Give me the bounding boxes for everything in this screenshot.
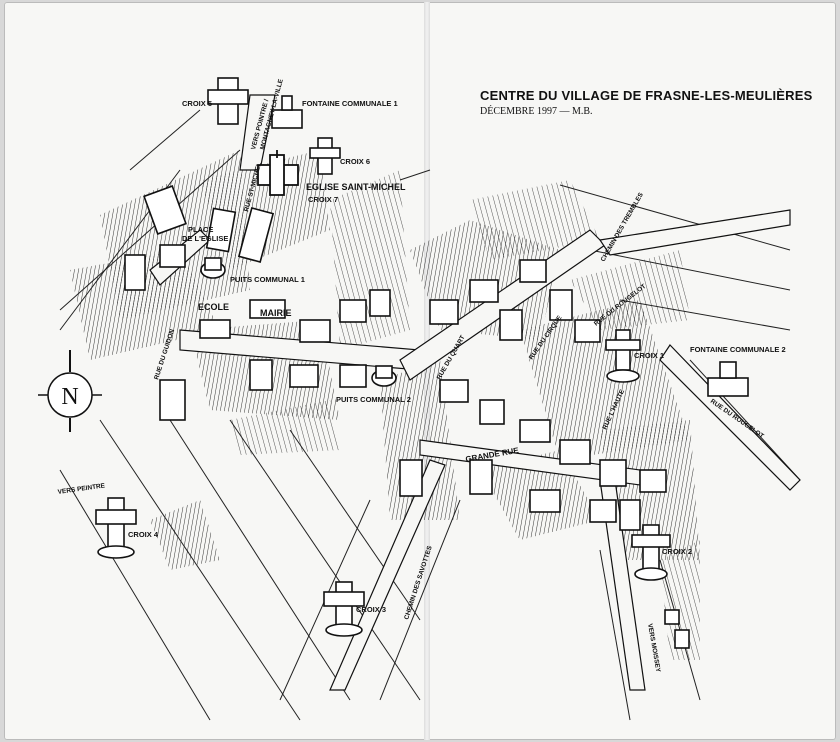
label-croix7: CROIX 7	[308, 195, 338, 204]
cross-3-icon	[323, 581, 365, 637]
street-vers-peintre: VERS PEINTRE	[57, 482, 106, 496]
street-chemin-savottes: CHEMIN DES SAVOTTES	[403, 544, 434, 620]
label-fontaine2: FONTAINE COMMUNALE 2	[690, 345, 786, 354]
buildings	[124, 185, 690, 649]
roads	[149, 94, 801, 691]
label-ecole: ECOLE	[198, 302, 229, 312]
label-croix3: CROIX 3	[356, 605, 386, 614]
label-fontaine1: FONTAINE COMMUNALE 1	[302, 99, 398, 108]
cross-5-icon	[207, 77, 249, 125]
well-2-icon	[371, 365, 397, 387]
label-croix2: CROIX 2	[662, 547, 692, 556]
cross-6-icon	[309, 137, 341, 175]
fountain-2-icon	[707, 361, 749, 397]
label-place-1: PLACE	[188, 225, 213, 234]
fountains	[200, 95, 749, 397]
north-label: N	[61, 384, 78, 410]
church-icon	[257, 150, 299, 196]
label-croix6: CROIX 6	[340, 157, 370, 166]
fountain-1-icon	[271, 95, 303, 129]
crosses	[95, 77, 671, 637]
label-mairie: MAIRIE	[260, 308, 292, 318]
label-puits2: PUITS COMMUNAL 2	[336, 395, 411, 404]
map-title: CENTRE DU VILLAGE DE FRASNE-LES-MEULIÈRE…	[480, 88, 813, 103]
label-croix5: CROIX 5	[182, 99, 212, 108]
label-place-2: DE L'EGLISE	[182, 234, 228, 243]
cross-2-icon	[631, 524, 671, 581]
well-1-icon	[200, 257, 226, 279]
cross-1-icon	[605, 329, 641, 383]
map-subtitle: DÉCEMBRE 1997 — M.B.	[480, 106, 593, 117]
north-arrow: N	[38, 350, 102, 432]
label-croix4: CROIX 4	[128, 530, 159, 539]
label-croix1: CROIX 1	[634, 351, 664, 360]
label-puits1: PUITS COMMUNAL 1	[230, 275, 305, 284]
landmark-labels: CROIX 5 FONTAINE COMMUNALE 1 CROIX 6 EGL…	[128, 99, 786, 614]
label-eglise: EGLISE SAINT-MICHEL	[306, 182, 406, 192]
cross-4-icon	[95, 497, 137, 559]
street-vers-moissey: VERS MOISSEY	[646, 623, 662, 673]
